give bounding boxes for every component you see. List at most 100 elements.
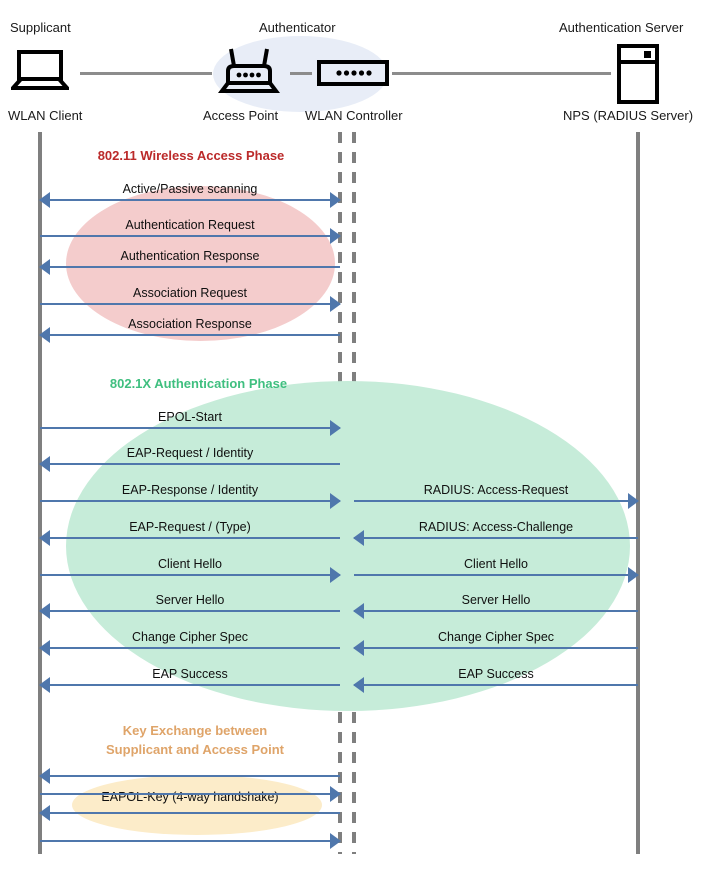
lifeline-supplicant [38, 132, 42, 854]
message-label: Active/Passive scanning [122, 182, 258, 196]
message-line [40, 537, 340, 539]
message-label: EAP Success [152, 667, 228, 681]
arrowhead-left-icon [39, 640, 50, 656]
arrowhead-left-icon [353, 640, 364, 656]
message-row: Active/Passive scanning [39, 180, 341, 208]
message-row: Server Hello [39, 591, 340, 619]
message-label [40, 821, 340, 839]
message-line [354, 500, 638, 502]
message-label: Authentication Request [125, 218, 255, 232]
message-label: RADIUS: Access-Request [423, 483, 569, 497]
phase-title-802-11: 802.11 Wireless Access Phase [97, 148, 285, 163]
arrowhead-right-icon [330, 567, 341, 583]
message-label: Server Hello [461, 593, 531, 607]
arrowhead-left-icon [39, 259, 50, 275]
arrowhead-left-icon [39, 768, 50, 784]
message-label: Change Cipher Spec [437, 630, 555, 644]
phase-title-802-1x: 802.1X Authentication Phase [109, 376, 288, 391]
message-line [354, 537, 638, 539]
actor-role-supplicant: Supplicant [10, 20, 71, 35]
message-line [354, 610, 638, 612]
message-line [40, 427, 340, 429]
arrowhead-right-icon [330, 192, 341, 208]
message-row: Change Cipher Spec [353, 628, 638, 656]
actor-device-access-point: Access Point [203, 108, 279, 123]
message-row: EPOL-Start [40, 408, 341, 436]
message-line [40, 266, 340, 268]
message-row: EAP-Request / Identity [39, 444, 340, 472]
message-line [40, 574, 340, 576]
wire-ap-to-controller [290, 72, 312, 75]
message-line [40, 812, 340, 814]
arrowhead-left-icon [39, 677, 50, 693]
laptop-icon [11, 50, 69, 90]
message-line [40, 463, 340, 465]
message-row: Client Hello [40, 555, 341, 583]
phase-title-key-exchange-line2: Supplicant and Access Point [106, 742, 284, 757]
arrowhead-left-icon [39, 530, 50, 546]
message-row: EAP Success [39, 665, 340, 693]
message-label: EAP Success [458, 667, 534, 681]
message-row: EAPOL-Key (4-way handshake) [40, 774, 341, 804]
message-line [40, 793, 340, 795]
message-label: EAP-Response / Identity [121, 483, 259, 497]
actor-device-nps-radius-server: NPS (RADIUS Server) [563, 108, 694, 123]
arrowhead-right-icon [330, 420, 341, 436]
message-row: EAP Success [353, 665, 638, 693]
arrowhead-right-icon [628, 567, 639, 583]
arrowhead-right-icon [330, 228, 341, 244]
message-label: EAP-Request / (Type) [129, 520, 251, 534]
message-row: EAP-Request / (Type) [39, 518, 340, 546]
arrowhead-left-icon [39, 805, 50, 821]
arrowhead-left-icon [353, 603, 364, 619]
arrowhead-right-icon [628, 493, 639, 509]
server-icon [617, 44, 659, 104]
wire-client-to-ap [80, 72, 212, 75]
message-line [40, 199, 340, 201]
message-label: Authentication Response [120, 249, 260, 263]
message-line [40, 775, 340, 777]
message-row: RADIUS: Access-Challenge [353, 518, 638, 546]
actor-role-authentication-server: Authentication Server [559, 20, 684, 35]
message-line [354, 647, 638, 649]
arrowhead-right-icon [330, 493, 341, 509]
message-row [39, 793, 340, 821]
arrowhead-right-icon [330, 296, 341, 312]
message-row: Association Request [40, 284, 341, 312]
actor-device-wlan-controller: WLAN Controller [305, 108, 403, 123]
message-label: RADIUS: Access-Challenge [418, 520, 574, 534]
message-row: RADIUS: Access-Request [354, 481, 639, 509]
message-line [40, 840, 340, 842]
message-label: Association Response [128, 317, 252, 331]
arrowhead-left-icon [353, 677, 364, 693]
wlan-controller-icon [317, 60, 389, 86]
phase-blob-key-exchange [72, 775, 322, 835]
message-label [40, 756, 340, 774]
phase-blob-802-1x [66, 381, 630, 711]
arrowhead-right-icon [330, 833, 341, 849]
arrowhead-left-icon [39, 456, 50, 472]
message-label [40, 793, 340, 811]
arrowhead-left-icon [39, 603, 50, 619]
message-label: Client Hello [158, 557, 222, 571]
message-line [40, 235, 340, 237]
message-line [40, 647, 340, 649]
message-row: Client Hello [354, 555, 639, 583]
message-row: Change Cipher Spec [39, 628, 340, 656]
arrowhead-right-icon [330, 786, 341, 802]
message-label: EPOL-Start [158, 410, 222, 424]
message-line [40, 334, 340, 336]
arrowhead-left-icon [39, 327, 50, 343]
message-line [354, 574, 638, 576]
message-label: Server Hello [155, 593, 225, 607]
message-row [40, 821, 341, 849]
arrowhead-left-icon [353, 530, 364, 546]
message-row [39, 756, 340, 784]
message-line [40, 303, 340, 305]
message-label: Association Request [133, 286, 247, 300]
message-line [354, 684, 638, 686]
message-row: EAP-Response / Identity [40, 481, 341, 509]
message-row: Server Hello [353, 591, 638, 619]
access-point-icon [218, 48, 280, 93]
